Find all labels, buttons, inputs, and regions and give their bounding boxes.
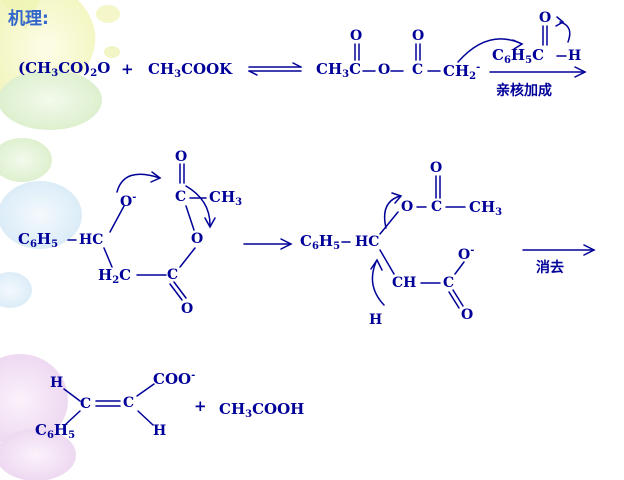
nucleophilic-addition-arrow (489, 66, 587, 78)
elimination-arrow (522, 244, 596, 256)
reaction-arrow (243, 238, 293, 250)
equilibrium-arrow (248, 62, 302, 76)
product-plus-sign: + (194, 397, 207, 415)
intermediate2-bonds (341, 175, 466, 309)
enolate-ch2-carbanion: CH2- (443, 62, 481, 82)
int2-methine: HC (355, 234, 380, 250)
int1-lower-carbon: C (167, 267, 179, 283)
green-bubble-decoration (0, 70, 102, 182)
int1-methine: HC (79, 232, 104, 248)
purple-bubble-decoration (0, 354, 76, 480)
curved-arrow-alkoxide (116, 173, 161, 193)
product-carboxylate: COO- (153, 370, 196, 388)
int1-ring-oxygen: O (191, 231, 204, 247)
int1-methylene: H2C (98, 266, 132, 286)
int1-lower-oxygen: O (181, 301, 194, 317)
int2-carboxylate-oxygen-minus: O- (458, 245, 475, 263)
page-title: 机理: (8, 9, 49, 29)
int2-hydrogen: H (369, 312, 383, 328)
int2-carboxylate-carbon: C (443, 275, 455, 291)
benzaldehyde-oxygen: O (539, 10, 552, 26)
acetic-acid-formula: CH3COOH (219, 400, 305, 420)
int2-carboxylate-oxygen: O (461, 307, 474, 323)
enolate-bonds (354, 43, 441, 72)
product-phenyl: C6H5 (35, 421, 76, 441)
int1-carbonyl-carbon: C (175, 189, 187, 205)
enolate-bridge-oxygen: O (378, 62, 391, 78)
int1-phenyl: C6H5 (18, 230, 59, 250)
curved-arrow-ester-cleavage (383, 195, 401, 229)
intermediate1-bonds (67, 163, 207, 301)
product-vinyl-hydrogen-bottom: H (153, 423, 167, 439)
int1-carbonyl-oxygen: O (175, 149, 188, 165)
product-vinyl-hydrogen-top: H (50, 375, 64, 391)
enolate-ch3: CH3C (316, 60, 362, 80)
int2-methyl: CH3 (469, 198, 503, 218)
blue-bubble-decoration (0, 181, 82, 308)
elimination-label: 消去 (536, 260, 564, 276)
enolate-carbonyl-carbon-2: C (412, 62, 424, 78)
int2-ester-carbonyl-oxygen: O (430, 160, 443, 176)
int2-ester-oxygen: O (401, 199, 414, 215)
product-alkene-carbon-1: C (80, 396, 92, 412)
int1-alkoxide-oxygen: O- (120, 192, 137, 210)
benzaldehyde-hydrogen: H (568, 48, 582, 64)
acetic-anhydride-formula: (CH3CO)2O (18, 59, 111, 79)
int1-methyl: CH3 (209, 188, 243, 208)
int2-phenyl: C6H5 (300, 232, 341, 252)
curved-arrow-carbonyl (559, 21, 571, 43)
int2-ester-carbon: C (431, 199, 443, 215)
potassium-acetate-formula: CH3COOK (148, 60, 233, 80)
nucleophilic-addition-label: 亲核加成 (496, 83, 552, 99)
curved-arrow-acyl-transfer (185, 185, 211, 226)
plus-sign: + (121, 60, 134, 78)
enolate-carbonyl-oxygen-2: O (412, 28, 425, 44)
curved-arrow-proton-loss (371, 261, 385, 306)
enolate-carbonyl-oxygen-1: O (350, 28, 363, 44)
int2-ch: CH (392, 275, 417, 291)
benzaldehyde-formula: C6H5C (492, 46, 545, 66)
product-bonds (63, 383, 155, 426)
benzaldehyde-bonds (542, 25, 567, 57)
product-alkene-carbon-2: C (123, 395, 135, 411)
